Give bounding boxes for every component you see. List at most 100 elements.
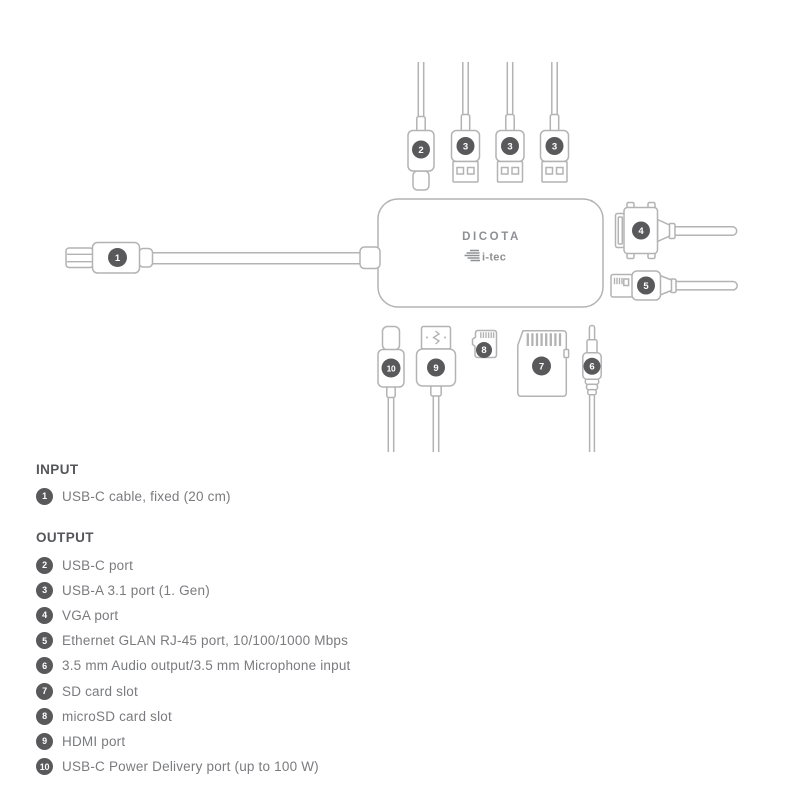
card-pins bbox=[480, 332, 495, 338]
audio-jack-plug-6: 6 bbox=[582, 324, 602, 452]
badge-number: 10 bbox=[387, 363, 396, 373]
cable-line bbox=[551, 62, 558, 116]
cable-line bbox=[506, 62, 514, 116]
sd-card-7: 7 bbox=[517, 330, 570, 398]
legend-item-badge: 6 bbox=[36, 657, 53, 675]
plug-tip bbox=[420, 325, 452, 350]
badge-circle bbox=[532, 356, 551, 376]
cable-line bbox=[150, 251, 361, 265]
legend-item-label: USB-A 3.1 port (1. Gen) bbox=[62, 582, 210, 598]
itec-logo-text: i-tec bbox=[482, 252, 506, 264]
legend-item-badge: 5 bbox=[36, 632, 53, 650]
legend-item-badge: 2 bbox=[36, 556, 53, 574]
hdmi-plug-9: 9 bbox=[415, 325, 457, 452]
legend-heading-output: OUTPUT bbox=[36, 530, 94, 545]
badge-number: 7 bbox=[539, 362, 544, 373]
legend-item-5: 5 Ethernet GLAN RJ-45 port, 10/100/1000 … bbox=[36, 628, 756, 653]
itec-wing-icon bbox=[464, 249, 480, 262]
badge-circle bbox=[545, 137, 564, 155]
usb-c-plug-2: 2 bbox=[407, 62, 435, 191]
cable-line bbox=[462, 62, 469, 116]
legend-item-label: microSD card slot bbox=[62, 708, 172, 724]
legend-item-label: VGA port bbox=[62, 607, 119, 623]
rj45-latch bbox=[623, 278, 630, 287]
badge-circle bbox=[427, 358, 445, 377]
legend-item-label: Ethernet GLAN RJ-45 port, 10/100/1000 Mb… bbox=[62, 633, 349, 649]
legend-item-badge: 4 bbox=[36, 606, 53, 624]
usb-a-plug-3a: 3 bbox=[450, 62, 481, 183]
usb-c-pd-plug-10: 10 bbox=[377, 325, 405, 452]
cable-line bbox=[672, 226, 738, 236]
legend-item-2: 2 USB-C port bbox=[36, 553, 756, 578]
plug-neck bbox=[430, 384, 442, 397]
hub-connection-diagram: DICOTA i-tec 1 2 3 bbox=[65, 62, 738, 452]
card-lock-notch bbox=[563, 348, 570, 359]
badge-number: 1 bbox=[115, 253, 121, 264]
badge-number: 6 bbox=[589, 362, 594, 373]
legend-item-9: 9 HDMI port bbox=[36, 729, 756, 754]
legend-item-6: 6 3.5 mm Audio output/3.5 mm Microphone … bbox=[36, 653, 756, 678]
badge-number: 4 bbox=[638, 226, 644, 237]
badge-circle bbox=[476, 342, 492, 358]
jack-ridge bbox=[586, 388, 598, 396]
hub-body: DICOTA i-tec bbox=[377, 198, 604, 308]
cable-boot bbox=[138, 247, 154, 268]
plug-metal-shell bbox=[496, 160, 524, 183]
badge-circle bbox=[583, 357, 601, 375]
legend-item-3: 3 USB-A 3.1 port (1. Gen) bbox=[36, 578, 756, 603]
legend-item-8: 8 microSD card slot bbox=[36, 704, 756, 729]
plug-neck bbox=[549, 113, 560, 132]
legend-item-7: 7 SD card slot bbox=[36, 678, 756, 703]
legend-item-badge: 3 bbox=[36, 581, 53, 599]
legend: INPUT 1 USB-C cable, fixed (20 cm) OUTPU… bbox=[36, 463, 756, 779]
hdmi-pin-zigzag bbox=[432, 330, 441, 345]
plug-neck bbox=[460, 113, 471, 132]
hdmi-pin-dot bbox=[426, 336, 428, 339]
cable-line bbox=[417, 62, 425, 118]
badge-number: 8 bbox=[481, 345, 486, 356]
card-pins bbox=[526, 333, 562, 346]
badge-circle bbox=[381, 358, 401, 378]
legend-item-badge: 7 bbox=[36, 682, 53, 700]
dicota-logo-text: DICOTA bbox=[462, 231, 521, 243]
plug-neck bbox=[505, 113, 515, 132]
pin-hole bbox=[466, 166, 475, 175]
badge-number: 3 bbox=[463, 142, 468, 153]
dsub-flange-inner bbox=[617, 216, 624, 245]
plug-tip bbox=[381, 325, 401, 351]
legend-heading-input: INPUT bbox=[36, 462, 79, 477]
plug-neck bbox=[416, 115, 426, 133]
badge-circle bbox=[501, 137, 519, 155]
legend-item-label: USB-C port bbox=[62, 557, 134, 573]
plug-taper bbox=[656, 218, 671, 243]
badge-circle bbox=[108, 248, 127, 267]
plug-metal-shell bbox=[452, 160, 479, 183]
legend-item-label: USB-C cable, fixed (20 cm) bbox=[62, 488, 231, 504]
hdmi-pin-dot bbox=[444, 336, 446, 339]
legend-item-10: 10 USB-C Power Delivery port (up to 100 … bbox=[36, 754, 756, 779]
badge-circle bbox=[632, 221, 650, 240]
badge-circle bbox=[456, 137, 475, 155]
usb-a-plug-3b: 3 bbox=[495, 62, 525, 183]
legend-item-label: 3.5 mm Audio output/3.5 mm Microphone in… bbox=[62, 658, 351, 674]
microsd-card-8: 8 bbox=[471, 329, 498, 359]
plug-tip bbox=[412, 170, 430, 191]
rj45-pins bbox=[613, 277, 623, 285]
usb-a-plug-3c: 3 bbox=[539, 62, 570, 183]
legend-item-label: USB-C Power Delivery port (up to 100 W) bbox=[62, 759, 319, 775]
badge-number: 3 bbox=[552, 142, 557, 153]
legend-item-4: 4 VGA port bbox=[36, 603, 756, 628]
badge-circle bbox=[412, 140, 430, 159]
legend-item-badge: 1 bbox=[36, 487, 53, 505]
legend-item-label: HDMI port bbox=[62, 733, 126, 749]
badge-number: 2 bbox=[418, 145, 423, 156]
plug-tip-lines bbox=[67, 253, 92, 263]
cable-line bbox=[432, 395, 440, 452]
legend-item-badge: 10 bbox=[36, 758, 53, 776]
plug-taper bbox=[659, 274, 673, 297]
pin-hole bbox=[511, 166, 520, 175]
input-usb-c-cable-1: 1 bbox=[65, 241, 381, 274]
legend-item-badge: 9 bbox=[36, 732, 53, 750]
plug-neck bbox=[386, 385, 396, 399]
jack-ring bbox=[586, 339, 598, 354]
